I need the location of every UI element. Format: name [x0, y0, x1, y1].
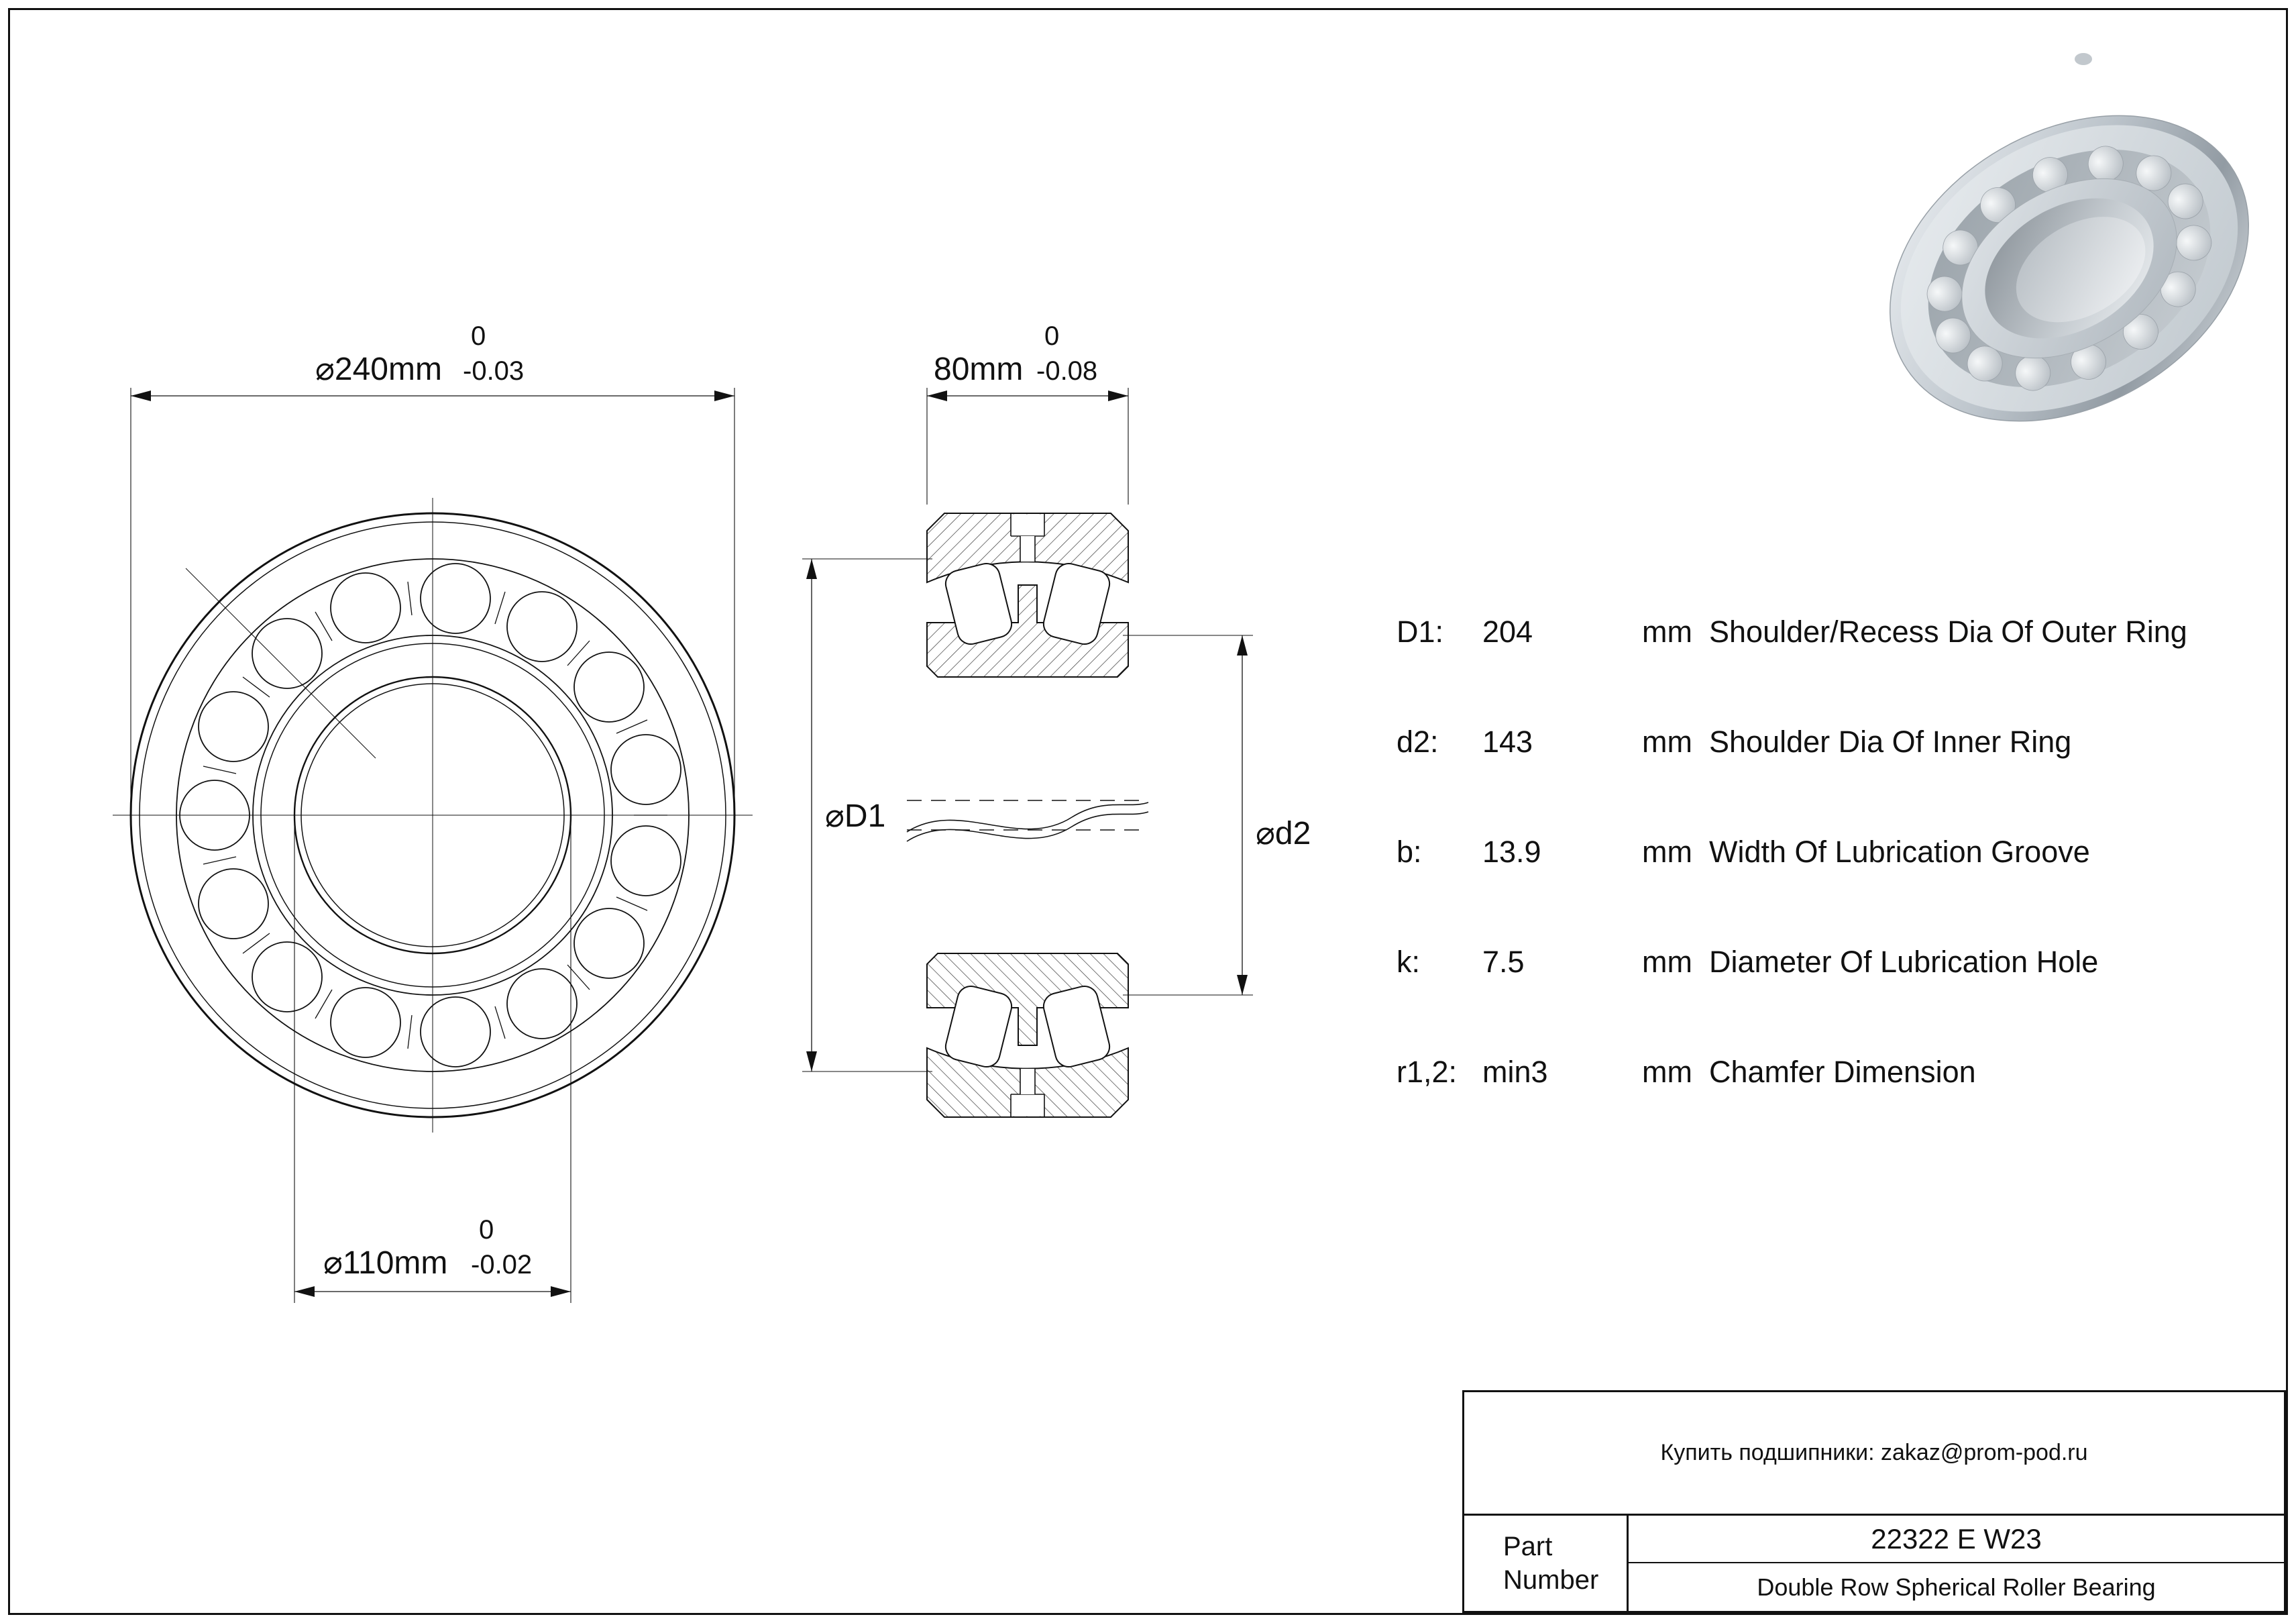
- spec-param: r1,2:: [1397, 1055, 1458, 1089]
- spec-row-d2: d2: 143 mm Shoulder Dia Of Inner Ring: [1397, 687, 2275, 797]
- spec-param: D1:: [1397, 615, 1444, 649]
- contact-info: Купить подшипники: zakaz@prom-pod.ru: [1464, 1392, 2284, 1516]
- front-view: [113, 498, 753, 1133]
- dimension-bore-diameter: ⌀110mm -0.02 0: [294, 824, 571, 1303]
- spec-unit: mm: [1642, 1055, 1692, 1089]
- spec-row-b: b: 13.9 mm Width Of Lubrication Groove: [1397, 797, 2275, 907]
- spec-row-k: k: 7.5 mm Diameter Of Lubrication Hole: [1397, 907, 2275, 1017]
- part-info-cell: 22322 E W23 Double Row Spherical Roller …: [1629, 1516, 2284, 1611]
- spec-param: b:: [1397, 835, 1422, 869]
- title-block: Купить подшипники: zakaz@prom-pod.ru Par…: [1462, 1390, 2286, 1613]
- part-number-label: Part Number: [1464, 1516, 1629, 1611]
- sheet-border: [8, 8, 2288, 1615]
- bore-dim-tol-lower: -0.02: [471, 1250, 532, 1279]
- spec-description: Diameter Of Lubrication Hole: [1709, 945, 2099, 979]
- front-view-rollers: [179, 563, 681, 1067]
- spec-unit: mm: [1642, 725, 1692, 759]
- part-number-value: 22322 E W23: [1629, 1516, 2284, 1563]
- spec-value: 204: [1482, 615, 1533, 649]
- spec-value: 143: [1482, 725, 1533, 759]
- spec-description: Shoulder Dia Of Inner Ring: [1709, 725, 2072, 759]
- width-dim-value: 80mm: [934, 352, 1023, 387]
- spec-description: Shoulder/Recess Dia Of Outer Ring: [1709, 615, 2187, 649]
- dimension-outer-diameter: ⌀240mm -0.03 0: [130, 321, 735, 808]
- width-dim-tol-lower: -0.08: [1036, 356, 1097, 386]
- spec-unit: mm: [1642, 615, 1692, 649]
- spec-unit: mm: [1642, 945, 1692, 979]
- spec-description: Width Of Lubrication Groove: [1709, 835, 2090, 869]
- spec-value: 7.5: [1482, 945, 1525, 979]
- od-dim-tol-upper: 0: [471, 321, 486, 351]
- d2-dim-label: ⌀d2: [1256, 816, 1311, 851]
- spec-param: d2:: [1397, 725, 1439, 759]
- bearing-3d-image: [1889, 53, 2250, 422]
- spec-row-r12: r1,2: min3 mm Chamfer Dimension: [1397, 1017, 2275, 1127]
- spec-value: min3: [1482, 1055, 1548, 1089]
- spec-description: Chamfer Dimension: [1709, 1055, 1976, 1089]
- spec-table: D1: 204 mm Shoulder/Recess Dia Of Outer …: [1397, 577, 2275, 1127]
- d1-dim-label: ⌀D1: [825, 798, 885, 834]
- section-view: [906, 513, 1149, 1118]
- od-dim-tol-lower: -0.03: [463, 356, 524, 386]
- spec-unit: mm: [1642, 835, 1692, 869]
- part-description: Double Row Spherical Roller Bearing: [1757, 1573, 2156, 1601]
- spec-row-d1: D1: 204 mm Shoulder/Recess Dia Of Outer …: [1397, 577, 2275, 687]
- section-break-lines: [906, 800, 1149, 842]
- dimension-width: 80mm -0.08 0: [926, 321, 1129, 505]
- spec-param: k:: [1397, 945, 1421, 979]
- bore-dim-tol-upper: 0: [479, 1215, 494, 1245]
- bore-dim-value: ⌀110mm: [323, 1245, 447, 1281]
- dimension-d1: ⌀D1: [802, 558, 932, 1072]
- width-dim-tol-upper: 0: [1044, 321, 1059, 351]
- title-block-bottom-row: Part Number 22322 E W23 Double Row Spher…: [1464, 1516, 2284, 1611]
- bearing-3d-rollers: [1926, 146, 2212, 391]
- od-dim-value: ⌀240mm: [315, 352, 442, 387]
- dimension-d2: ⌀d2: [1123, 635, 1311, 996]
- spec-value: 13.9: [1482, 835, 1541, 869]
